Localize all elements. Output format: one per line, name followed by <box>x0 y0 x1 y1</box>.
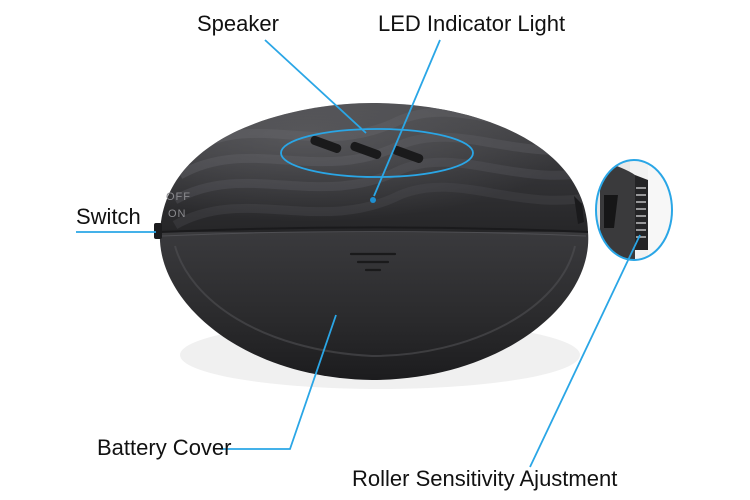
roller-label: Roller Sensitivity Ajustment <box>352 466 618 491</box>
battery-cover-highlight <box>174 245 576 358</box>
on-marking: ON <box>168 208 187 220</box>
speaker-slots <box>310 135 424 164</box>
speaker-ridges <box>160 103 588 232</box>
switch-label: Switch <box>76 204 141 229</box>
battery-cover-shell <box>159 232 589 380</box>
switch-notch <box>154 223 162 239</box>
led-indicator <box>370 197 376 203</box>
callout-lines <box>76 39 641 468</box>
speaker-label: Speaker <box>197 11 279 36</box>
device-seam <box>159 226 589 233</box>
battery-cover-grip <box>349 252 397 272</box>
off-marking: OFF <box>166 191 191 203</box>
battery-callout-line <box>220 314 337 450</box>
roller-dial <box>574 196 584 224</box>
battery-cover-label: Battery Cover <box>97 435 232 460</box>
led-callout-line <box>373 39 441 197</box>
led-indicator-label: LED Indicator Light <box>378 11 566 36</box>
roller-inset <box>595 159 673 261</box>
roller-callout-line <box>529 234 641 468</box>
speaker-callout-ellipse <box>280 128 474 178</box>
speaker-callout-line <box>264 39 367 134</box>
